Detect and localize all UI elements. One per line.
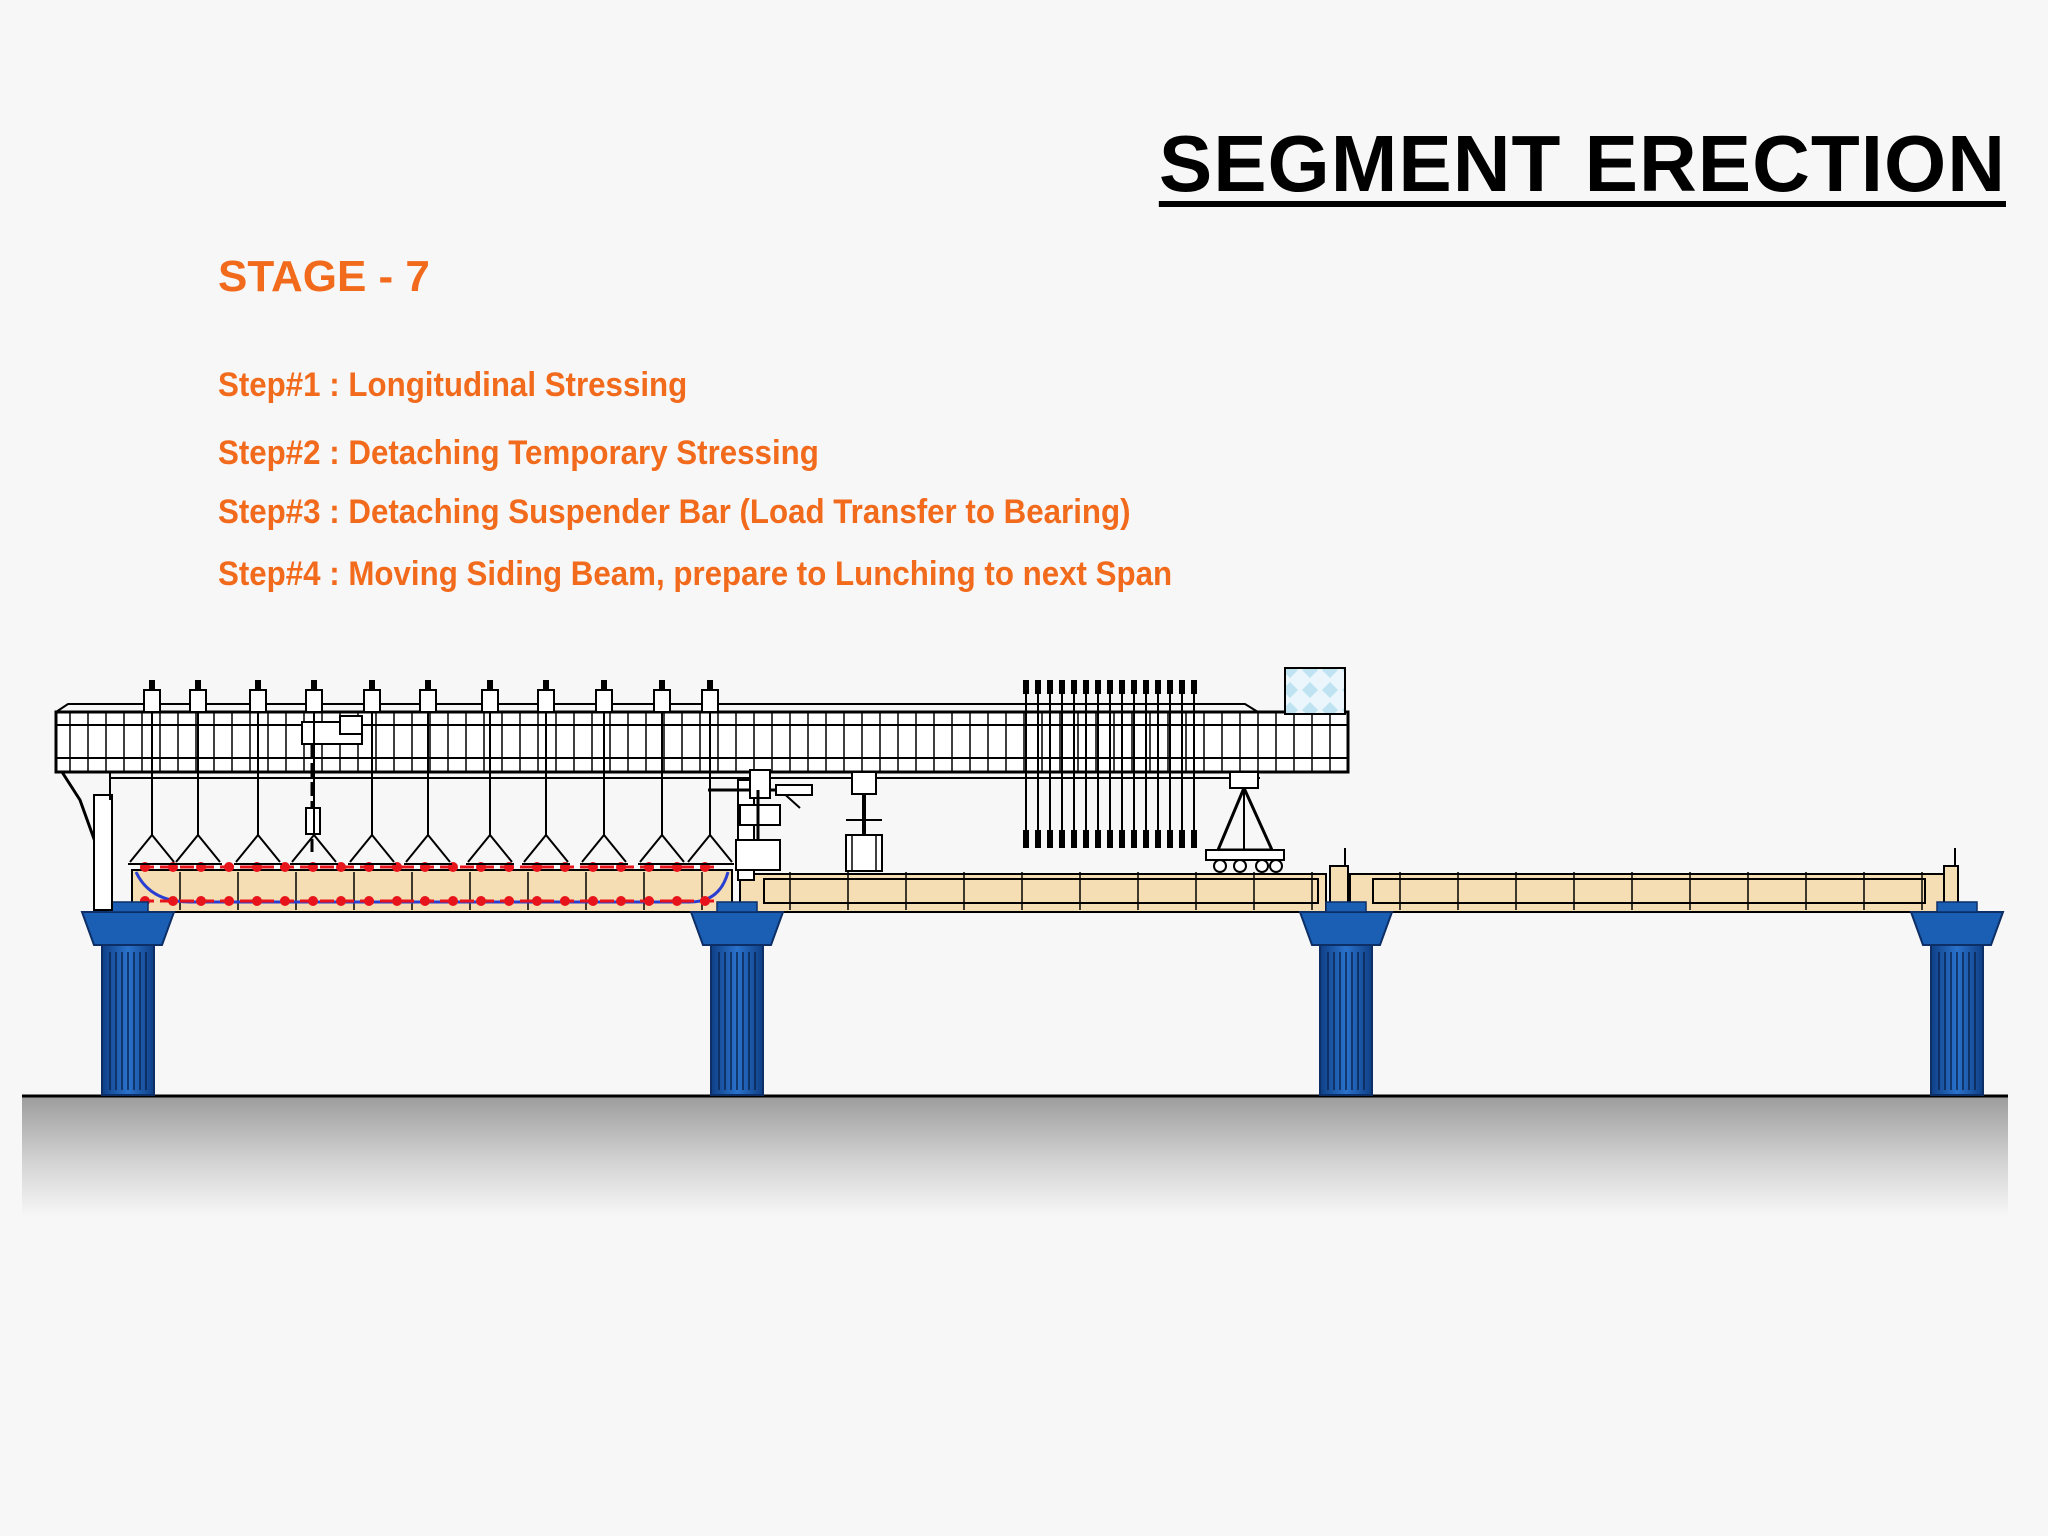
step-2-label: Step#2 : Detaching Temporary Stressing [218,434,819,472]
stored-suspender-bars [1023,680,1197,848]
hanger-4 [290,680,338,865]
moving-support-trolley [1205,771,1285,873]
middle-support [845,771,883,872]
pier-4 [1909,901,2005,1096]
hanger-7 [466,680,514,865]
hanger-10 [638,680,686,865]
pier-2 [689,901,785,1096]
segment-hangers [128,680,734,865]
segment-joints [179,872,1923,910]
page-title: SEGMENT ERECTION [1158,119,2006,208]
piers [80,901,2005,1096]
hanger-5 [348,680,396,865]
hanger-1 [128,680,176,865]
hanger-8 [522,680,570,865]
step-1-label: Step#1 : Longitudinal Stressing [218,366,688,404]
ground [22,1094,2008,1217]
deck-spans [131,848,1959,913]
hanger-6 [404,680,452,865]
hanger-11 [686,680,734,865]
step-4-label: Step#4 : Moving Siding Beam, prepare to … [218,555,1173,593]
stage-label: STAGE - 7 [218,252,430,301]
front-support [708,769,813,881]
hanger-2 [174,680,222,865]
pier-3 [1298,901,1394,1096]
hanger-3 [234,680,282,865]
step-3-label: Step#3 : Detaching Suspender Bar (Load T… [218,493,1131,531]
hanger-9 [580,680,628,865]
pier-1 [80,901,176,1096]
